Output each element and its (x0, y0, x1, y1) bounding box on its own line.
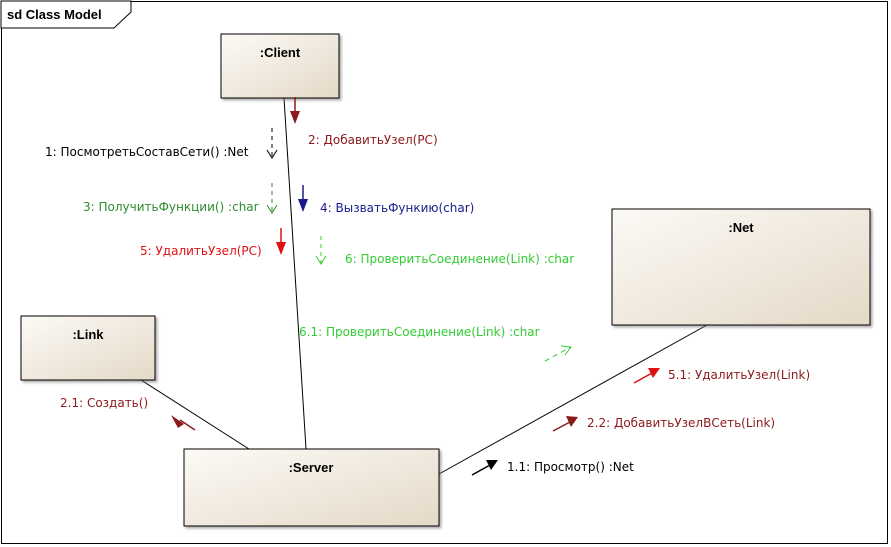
message-arrow-6 (315, 236, 327, 265)
link-client-server (283, 97, 307, 450)
link-link-server (140, 379, 250, 450)
message-5-label: 5: УдалитьУзел(PC) (140, 244, 262, 258)
message-arrow-1-1 (471, 460, 498, 476)
frame-title: sd Class Model (7, 7, 102, 22)
object-net[interactable]: :Net (611, 208, 871, 326)
object-link-label: :Link (72, 327, 104, 342)
message-arrow-4 (298, 185, 308, 212)
message-1-1-label: 1.1: Просмотр() :Net (507, 460, 634, 474)
message-arrow-5 (276, 228, 286, 255)
message-arrow-5-1 (633, 368, 660, 384)
message-4-label: 4: ВызватьФункию(char) (320, 201, 474, 215)
message-2-2-label: 2.2: ДобавитьУзелВСеть(Link) (587, 416, 775, 430)
message-arrow-2-2 (552, 416, 578, 432)
object-server-label: :Server (289, 460, 334, 475)
message-2-1-label: 2.1: Создать() (60, 396, 148, 410)
object-client[interactable]: :Client (220, 33, 340, 99)
message-6-label: 6: ПроверитьСоединение(Link) :char (345, 252, 574, 266)
message-3-label: 3: ПолучитьФункции() :char (83, 200, 259, 214)
link-server-net (438, 324, 708, 475)
message-6-1-label: 6.1: ПроверитьСоединение(Link) :char (299, 325, 540, 339)
message-arrow-6-1 (544, 345, 572, 362)
message-arrow-2 (290, 97, 300, 124)
message-1-label: 1: ПосмотретьСоставСети() :Net (45, 145, 249, 159)
object-client-label: :Client (260, 45, 301, 60)
object-server[interactable]: :Server (183, 448, 440, 527)
frame-title-tab (0, 0, 132, 29)
message-2-label: 2: ДобавитьУзел(PC) (308, 133, 438, 147)
message-arrow-3 (266, 183, 278, 214)
message-arrow-2-1 (171, 415, 196, 431)
message-5-1-label: 5.1: УдалитьУзел(Link) (668, 368, 810, 382)
message-arrow-1 (266, 128, 278, 159)
object-link[interactable]: :Link (20, 315, 156, 381)
object-net-label: :Net (728, 220, 754, 235)
